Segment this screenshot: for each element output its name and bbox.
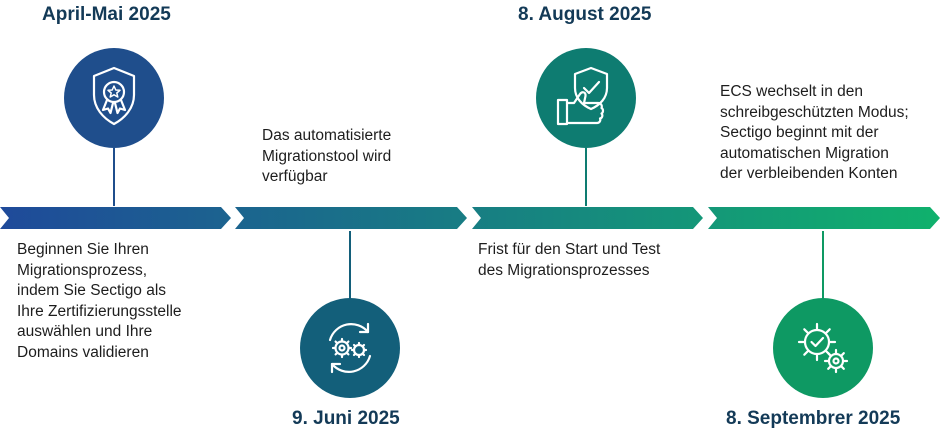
gears-cycle-icon <box>328 322 372 374</box>
milestone-3-circle <box>536 48 636 148</box>
milestone-4-description: ECS wechselt in den schreibgeschützten M… <box>720 83 909 182</box>
milestone-1-description: Beginnen Sie Ihren Migrationsprozess, in… <box>17 241 182 361</box>
milestone-4-circle <box>773 298 873 398</box>
milestone-1-connector <box>113 148 115 206</box>
milestone-2-description: Das automatisierte Migrationstool wird v… <box>262 127 392 185</box>
milestone-3-connector <box>585 148 587 206</box>
milestone-4-connector <box>822 231 824 301</box>
timeline-arrow-2 <box>235 207 467 229</box>
award-shield-icon <box>92 66 136 126</box>
timeline-arrow-3 <box>472 207 703 229</box>
timeline-arrow-1 <box>0 207 231 229</box>
milestone-2-circle <box>300 298 400 398</box>
thumbs-up-shield-icon <box>556 66 609 126</box>
milestone-3-description: Frist für den Start und Test des Migrati… <box>478 241 661 279</box>
timeline-arrows <box>0 207 940 229</box>
milestone-4-title: 8. Septembrer 2025 <box>726 408 901 429</box>
milestone-1-circle <box>64 48 164 148</box>
milestone-2-title: 9. Juni 2025 <box>292 408 400 429</box>
milestone-1-title: April-Mai 2025 <box>42 4 171 25</box>
milestone-2-connector <box>349 231 351 301</box>
timeline-arrow-4 <box>708 207 940 229</box>
milestone-3-title: 8. August 2025 <box>518 4 652 25</box>
gear-check-icon <box>797 322 849 374</box>
